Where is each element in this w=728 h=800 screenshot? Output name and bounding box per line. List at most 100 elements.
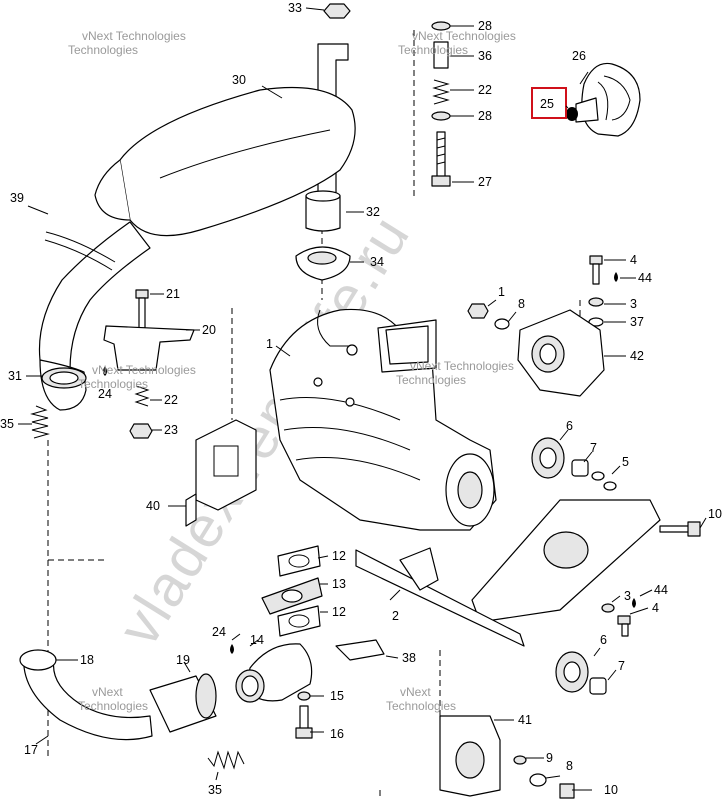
washer-part[interactable] [588,297,604,307]
vnext-watermark-line2: Technologies [68,43,138,57]
bushing-part[interactable] [305,190,341,232]
grommet-part[interactable] [295,246,351,281]
part-number-28: 28 [478,109,492,123]
knob-part[interactable] [566,62,641,137]
part-number-41: 41 [518,713,532,727]
part-number-24: 24 [212,625,226,639]
part-number-4: 4 [652,601,659,615]
vnext-watermark-line1: vNext Technologies [410,359,514,373]
washer-part[interactable] [591,471,605,481]
sleeve-part[interactable] [433,41,449,69]
part-number-36: 36 [478,49,492,63]
washer-part[interactable] [603,481,617,491]
part-number-25: 25 [540,97,554,111]
part-number-24: 24 [98,387,112,401]
vnext-watermark-line1: vNext [400,685,431,699]
part-number-18: 18 [80,653,94,667]
spacer-part[interactable] [571,459,589,477]
washer-part[interactable] [494,318,510,330]
washer-part[interactable] [297,691,311,701]
manifold-flange-part[interactable] [261,577,323,615]
bolt-part[interactable] [431,131,451,187]
spring-part[interactable] [432,79,450,105]
part-number-34: 34 [370,255,384,269]
exhaust-elbow-part[interactable] [235,643,313,703]
bolt-part[interactable] [559,783,575,799]
spacer-part[interactable] [589,677,607,695]
part-number-15: 15 [330,689,344,703]
part-number-35: 35 [208,783,222,797]
mount-bracket-part[interactable] [185,419,257,527]
nut-part[interactable] [323,3,351,19]
part-number-44: 44 [638,271,652,285]
vnext-watermark-line2: Technologies [78,699,148,713]
gasket-part[interactable] [277,545,321,577]
part-number-32: 32 [366,205,380,219]
bolt-part[interactable] [589,255,603,285]
vnext-watermark-line1: vNext [92,685,123,699]
vnext-watermark-line2: Technologies [398,43,468,57]
nut-part[interactable] [467,303,489,319]
part-number-30: 30 [232,73,246,87]
bolt-part[interactable] [659,521,701,537]
nut-part[interactable] [129,423,153,439]
rubber-mount-part[interactable] [531,437,565,479]
spring-part[interactable] [30,405,50,439]
washer-part[interactable] [431,111,451,121]
engine-mount-part[interactable] [439,715,501,797]
spring-part[interactable] [207,750,245,770]
part-number-10: 10 [708,507,722,521]
part-number-5: 5 [622,455,629,469]
part-number-8: 8 [566,759,573,773]
bolt-part[interactable] [617,615,631,637]
shaft-part[interactable] [355,547,525,647]
part-number-23: 23 [164,423,178,437]
drop-icon [632,598,636,608]
bracket-part[interactable] [335,639,385,661]
part-number-17: 17 [24,743,38,757]
bolt-part[interactable] [295,705,313,739]
washer-part[interactable] [601,603,615,613]
vnext-watermark-line2: Technologies [78,377,148,391]
part-number-40: 40 [146,499,160,513]
drop-icon [103,366,107,376]
part-number-38: 38 [402,651,416,665]
washer-part[interactable] [529,773,547,787]
exhaust-pipe-part[interactable] [38,221,151,411]
part-number-7: 7 [590,441,597,455]
part-number-33: 33 [288,1,302,15]
bolt-part[interactable] [135,289,149,329]
engine-mount-part[interactable] [517,309,605,397]
part-number-12: 12 [332,549,346,563]
rubber-mount-part[interactable] [555,651,589,693]
part-number-13: 13 [332,577,346,591]
gasket-part[interactable] [277,605,321,637]
mount-plate-part[interactable] [471,499,661,623]
part-number-1: 1 [498,285,505,299]
bracket-part[interactable] [103,325,195,371]
spring-part[interactable] [134,385,150,407]
part-number-39: 39 [10,191,24,205]
part-number-35: 35 [0,417,14,431]
vnext-watermark-line1: vNext Technologies [82,29,186,43]
resonator-pipe-part[interactable] [19,649,153,741]
drop-icon [614,272,618,282]
part-number-14: 14 [250,633,264,647]
part-number-42: 42 [630,349,644,363]
washer-part[interactable] [513,755,527,765]
part-number-22: 22 [478,83,492,97]
part-number-10: 10 [604,783,618,797]
vnext-watermark-line1: vNext Technologies [92,363,196,377]
part-number-3: 3 [624,589,631,603]
exhaust-coupler-part[interactable] [149,673,217,733]
engine-part[interactable] [269,308,497,531]
part-number-2: 2 [392,609,399,623]
part-number-6: 6 [600,633,607,647]
part-number-8: 8 [518,297,525,311]
part-number-26: 26 [572,49,586,63]
part-number-9: 9 [546,751,553,765]
part-number-22: 22 [164,393,178,407]
muffler-part[interactable] [94,43,356,237]
